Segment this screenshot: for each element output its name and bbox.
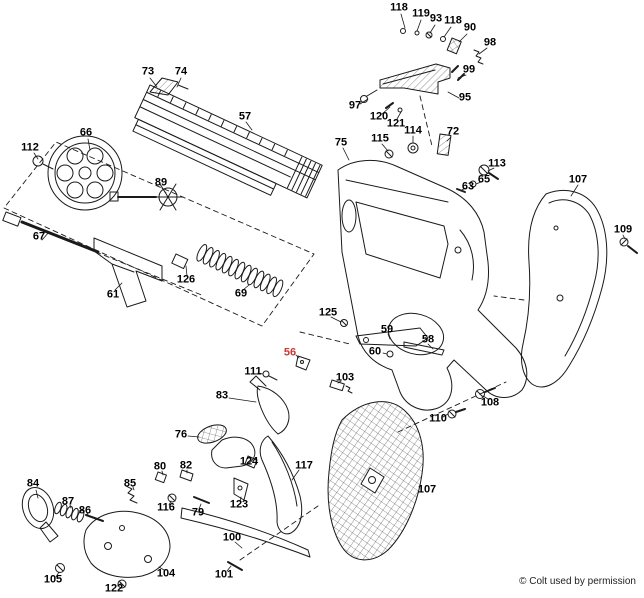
pin-60	[386, 350, 394, 358]
pin-65	[469, 180, 477, 188]
left-grip-panel	[327, 401, 424, 561]
screw-113	[478, 164, 499, 180]
cylinder-latch-84	[21, 486, 59, 543]
pin-79	[193, 496, 210, 504]
spring-58	[403, 341, 445, 356]
spring-retainer-126	[171, 253, 189, 270]
trigger-83	[249, 375, 290, 435]
bottom-small-parts	[54, 469, 249, 523]
screw-109	[619, 237, 638, 254]
spring-98	[473, 49, 484, 65]
screw-97	[360, 89, 378, 103]
cylinder-pin-112	[32, 155, 54, 170]
frame	[337, 160, 528, 411]
mainspring-100	[180, 507, 311, 571]
screw-110	[447, 408, 466, 419]
leader-lines	[33, 13, 626, 587]
part-56	[295, 355, 311, 371]
pin-86	[85, 514, 104, 522]
ejector-spring-69	[196, 244, 284, 298]
pin-101	[227, 561, 243, 571]
ejector-rod	[2, 211, 100, 254]
rear-sight-assembly	[360, 28, 484, 113]
screw-116	[167, 493, 177, 503]
screw-115	[384, 149, 394, 159]
action-parts	[249, 319, 445, 435]
stirrup-124	[244, 455, 258, 469]
pin-111	[262, 370, 278, 381]
assembly-outline-dashed	[3, 141, 315, 327]
copyright-notice: © Colt used by permission	[519, 576, 636, 587]
pin-99a	[451, 65, 459, 73]
screw-93	[425, 31, 433, 39]
frame-screws	[447, 387, 496, 419]
barrel	[132, 84, 323, 199]
pin-63	[456, 188, 466, 193]
cylinder	[32, 135, 123, 211]
spring-87	[54, 501, 85, 523]
right-grip-panel	[520, 190, 638, 388]
pin-119	[414, 30, 420, 36]
sideplate-104	[55, 510, 171, 589]
screw-105	[55, 563, 65, 573]
knob-114	[407, 142, 419, 154]
front-sight	[149, 77, 189, 96]
spring-85	[125, 485, 138, 504]
lever-123	[233, 477, 249, 501]
pin-118b	[440, 36, 446, 42]
pin-121	[397, 107, 403, 113]
screw-108	[475, 387, 496, 399]
hammer-76	[197, 424, 258, 469]
alignment-axes	[95, 95, 525, 561]
knob-90	[446, 37, 462, 55]
pin-120	[385, 102, 394, 109]
screw-125	[340, 319, 348, 327]
front-strap-117	[259, 435, 303, 535]
part-82	[179, 469, 194, 482]
hand-59	[355, 327, 429, 347]
bolt-80	[154, 471, 167, 484]
screw-122	[117, 579, 127, 589]
crane-yoke	[93, 237, 163, 308]
sight-blade-72	[436, 133, 452, 156]
frame-top-parts	[384, 133, 499, 193]
part-103	[329, 379, 353, 394]
extractor-ratchet	[109, 183, 184, 211]
pin-118a	[400, 28, 406, 34]
